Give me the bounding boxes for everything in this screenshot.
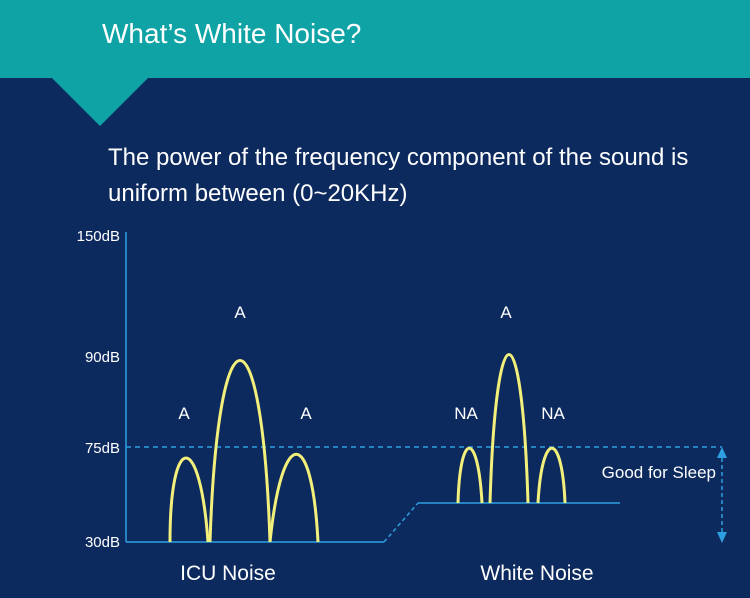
y-tick-90: 90dB (85, 349, 120, 366)
white-wave-center (488, 353, 530, 504)
step-connector (383, 502, 419, 543)
white-noise-label: White Noise (480, 562, 593, 585)
y-tick-75: 75dB (85, 440, 120, 457)
good-for-sleep-note: Good for Sleep (602, 463, 716, 482)
page-title: What’s White Noise? (102, 18, 362, 49)
banner-pointer (52, 78, 148, 126)
icu-peak-label-right: A (300, 404, 312, 423)
icu-noise-label: ICU Noise (180, 562, 276, 585)
range-arrow-down-icon (717, 532, 727, 543)
y-tick-150: 150dB (77, 228, 120, 245)
icu-wave-center (208, 359, 272, 543)
subtitle-text: The power of the frequency component of … (108, 144, 689, 207)
icu-peak-label-center: A (234, 303, 246, 322)
white-peak-label-center: A (500, 303, 512, 322)
white-wave-left (456, 447, 484, 504)
y-tick-30: 30dB (85, 534, 120, 551)
white-peak-label-left: NA (454, 404, 478, 423)
icu-wave-right (268, 453, 320, 543)
icu-peak-label-left: A (178, 404, 190, 423)
header-banner (0, 0, 750, 78)
icu-wave-left (168, 456, 210, 543)
white-peak-label-right: NA (541, 404, 565, 423)
range-arrow-up-icon (717, 447, 727, 458)
white-wave-right (536, 447, 567, 504)
